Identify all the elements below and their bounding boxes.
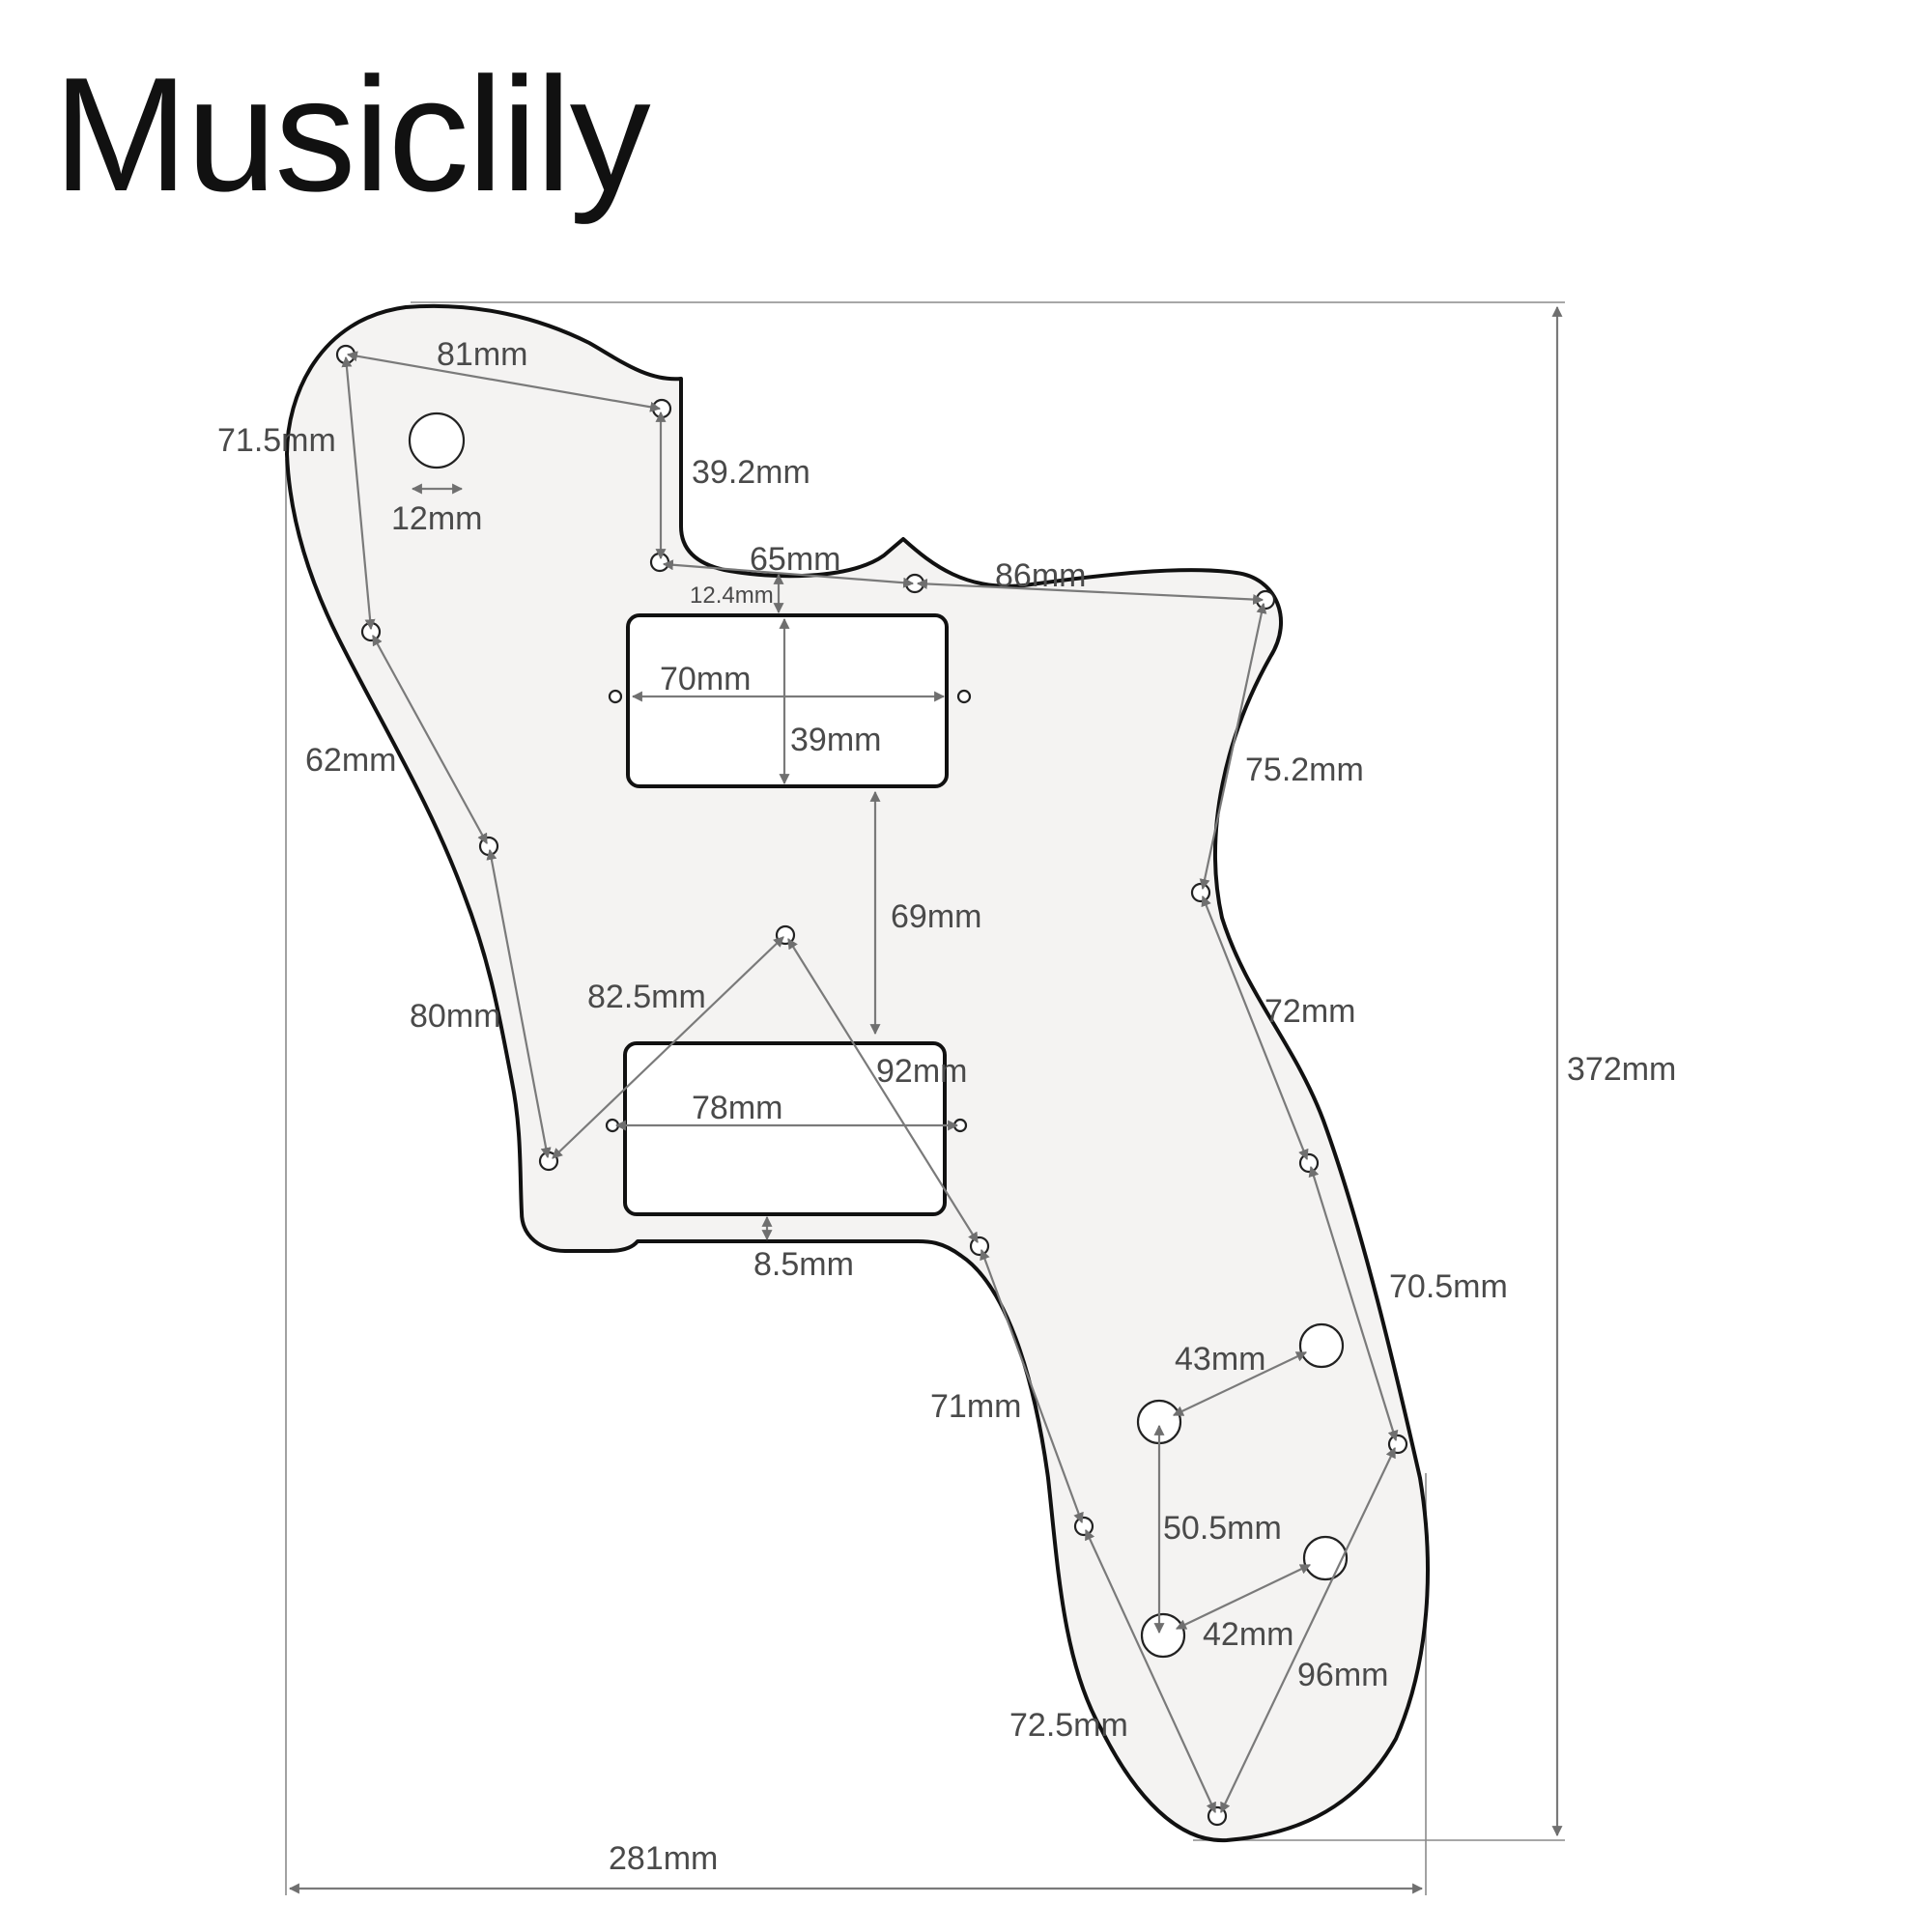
screw-hole — [969, 1236, 990, 1257]
screw-hole — [1298, 1152, 1320, 1174]
dim-label-281: 281mm — [609, 1840, 718, 1877]
dim-line-81 — [346, 351, 662, 412]
dim-line-86 — [916, 578, 1264, 606]
dim-label-39: 39mm — [790, 722, 881, 758]
dim-label-39-2: 39.2mm — [692, 454, 810, 491]
dim-label-81: 81mm — [437, 336, 527, 373]
dim-line-92 — [787, 938, 979, 1243]
pickup-mount-hole — [608, 689, 623, 704]
dim-label-72-5: 72.5mm — [1009, 1707, 1128, 1744]
dim-line-70-5 — [1308, 1165, 1399, 1442]
dim-label-12-4: 12.4mm — [690, 582, 774, 609]
dimension-lines — [288, 305, 1563, 1894]
dim-label-71-5: 71.5mm — [217, 422, 336, 459]
dim-line-71 — [980, 1248, 1084, 1524]
dim-label-72: 72mm — [1264, 993, 1355, 1030]
dim-label-75-2: 75.2mm — [1245, 752, 1364, 788]
dim-label-62: 62mm — [305, 742, 396, 779]
dim-line-72-5 — [1085, 1529, 1216, 1813]
dim-line-43 — [1173, 1351, 1307, 1416]
control-hole-3 — [1302, 1535, 1349, 1581]
dim-line-75-2 — [1199, 602, 1267, 891]
dim-label-65: 65mm — [750, 541, 840, 578]
dim-label-372: 372mm — [1567, 1051, 1676, 1088]
dim-label-80: 80mm — [410, 998, 500, 1035]
dim-label-69: 69mm — [891, 898, 981, 935]
brand-logo: Musiclily — [53, 43, 651, 225]
dim-label-43: 43mm — [1175, 1341, 1265, 1378]
dim-line-65 — [662, 559, 915, 588]
dim-label-86: 86mm — [995, 557, 1086, 594]
dim-line-82-5 — [552, 936, 784, 1159]
screw-hole — [1387, 1434, 1408, 1455]
control-hole-4 — [1140, 1612, 1186, 1659]
dim-label-82-5: 82.5mm — [587, 979, 706, 1015]
dim-line-62 — [372, 635, 488, 844]
dim-label-92: 92mm — [876, 1053, 967, 1090]
jack-hole — [408, 412, 466, 469]
dim-label-42: 42mm — [1203, 1616, 1293, 1653]
dim-label-8-5: 8.5mm — [753, 1246, 854, 1283]
dim-label-70-5: 70.5mm — [1389, 1268, 1508, 1305]
dim-label-71: 71mm — [930, 1388, 1021, 1425]
neck-pickup-cavity — [626, 613, 949, 788]
pickup-mount-hole — [956, 689, 972, 704]
dim-line-96 — [1220, 1447, 1396, 1813]
control-hole-1 — [1298, 1322, 1345, 1369]
dim-line-71-5 — [341, 355, 376, 631]
screw-hole — [478, 836, 499, 857]
dim-label-70: 70mm — [660, 661, 751, 697]
dim-line-80 — [486, 848, 552, 1159]
dim-label-96: 96mm — [1297, 1657, 1388, 1693]
dim-line-72 — [1201, 895, 1309, 1161]
dim-label-50-5: 50.5mm — [1163, 1510, 1282, 1547]
dim-label-78: 78mm — [692, 1090, 782, 1126]
dim-line-42 — [1176, 1564, 1311, 1630]
screw-hole — [1190, 882, 1211, 903]
screw-hole — [1073, 1516, 1094, 1537]
dim-label-12: 12mm — [391, 500, 482, 537]
